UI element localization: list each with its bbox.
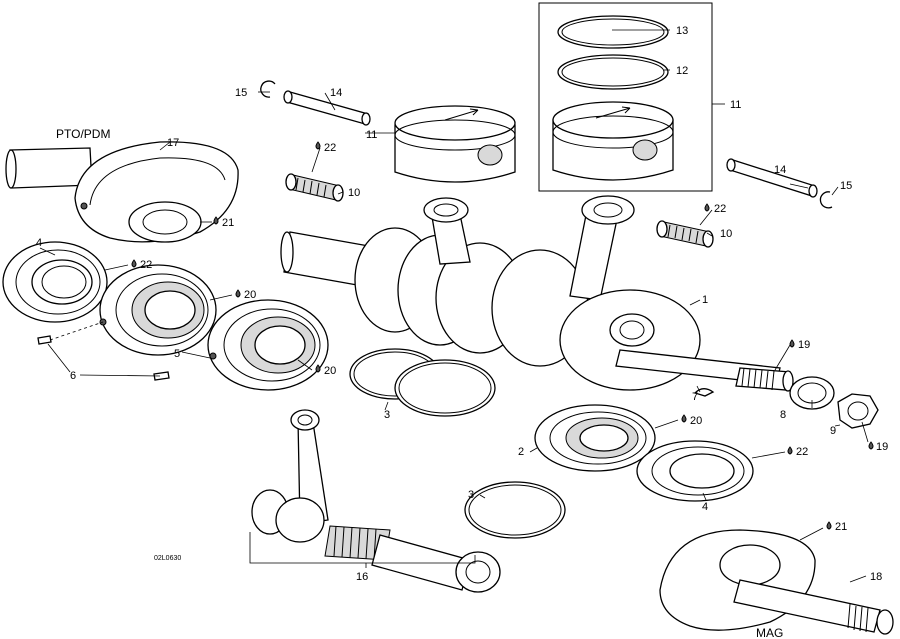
header-mag: MAG	[756, 626, 783, 639]
piston-ring-13	[557, 15, 669, 49]
callout-19-b: 19	[876, 441, 888, 453]
callout-8: 8	[780, 409, 786, 421]
circlip-15-right	[819, 191, 833, 209]
leader-lines	[39, 29, 869, 583]
callout-21-a: 21	[222, 217, 234, 229]
circlip-15-left	[260, 80, 276, 98]
callout-4-right: 4	[702, 501, 708, 513]
oil-seal-4-left	[2, 241, 108, 323]
piston-11-left	[394, 105, 516, 183]
callout-17: 17	[167, 137, 179, 149]
callout-10-left: 10	[348, 187, 360, 199]
callout-14-right: 14	[774, 164, 786, 176]
mag-crank-half-18	[659, 529, 894, 635]
ball-bearing-20-left-a	[99, 264, 217, 356]
crankshaft-1	[280, 195, 794, 392]
callout-4-left: 4	[36, 237, 42, 249]
oil-seal-4-right	[636, 440, 754, 502]
callout-10-right: 10	[720, 228, 732, 240]
callout-5: 5	[174, 348, 180, 360]
ball-bearing-2	[534, 404, 656, 472]
callout-11-left: 11	[366, 129, 377, 141]
callout-7: 7	[692, 391, 698, 403]
dowel-alignment-line	[49, 321, 104, 341]
callout-19-a: 19	[798, 339, 810, 351]
piston-kit-frame	[538, 2, 713, 192]
callout-15-right: 15	[840, 180, 852, 192]
piston-pin-14-left	[283, 90, 371, 126]
piston-ring-12	[557, 54, 669, 90]
callout-11-right: 11	[730, 99, 741, 111]
callout-20-b: 20	[324, 365, 336, 377]
callout-16: 16	[356, 571, 368, 583]
needle-bearing-10-right	[656, 220, 714, 248]
retaining-ring-3-upper-b	[394, 359, 496, 417]
piston-pin-14-right	[726, 158, 818, 198]
dowel-pin-6-a	[37, 335, 52, 345]
nut-9	[837, 393, 879, 429]
callout-6: 6	[70, 370, 76, 382]
pto-crank-half-17	[5, 141, 239, 243]
callout-22-b: 22	[140, 259, 152, 271]
callout-14-left: 14	[330, 87, 342, 99]
callout-9: 9	[830, 425, 836, 437]
drawing-code: 02L0630	[154, 555, 181, 562]
callout-3-upper: 3	[384, 409, 390, 421]
callout-21-b: 21	[835, 521, 847, 533]
retaining-ring-3-lower	[464, 481, 566, 539]
assembly-16-bracket	[249, 532, 476, 564]
callout-1: 1	[702, 294, 708, 306]
callout-18: 18	[870, 571, 882, 583]
header-pto-pdm: PTO/PDM	[56, 127, 110, 141]
callout-22-d: 22	[796, 446, 808, 458]
callout-22-c: 22	[714, 203, 726, 215]
callout-2: 2	[518, 446, 524, 458]
conrod-assembly-16	[251, 409, 501, 593]
callout-20-a: 20	[244, 289, 256, 301]
callout-12: 12	[676, 65, 688, 77]
ball-bearing-20-left-b	[207, 299, 329, 391]
callout-3-lower: 3	[468, 489, 474, 501]
needle-bearing-10-left	[285, 173, 344, 202]
piston-11-right	[552, 101, 674, 181]
dowel-pin-6-b	[153, 371, 170, 381]
drop-icon	[131, 141, 874, 530]
callout-22-a: 22	[324, 142, 336, 154]
callout-15-left: 15	[235, 87, 247, 99]
callout-20-c: 20	[690, 415, 702, 427]
callout-13: 13	[676, 25, 688, 37]
